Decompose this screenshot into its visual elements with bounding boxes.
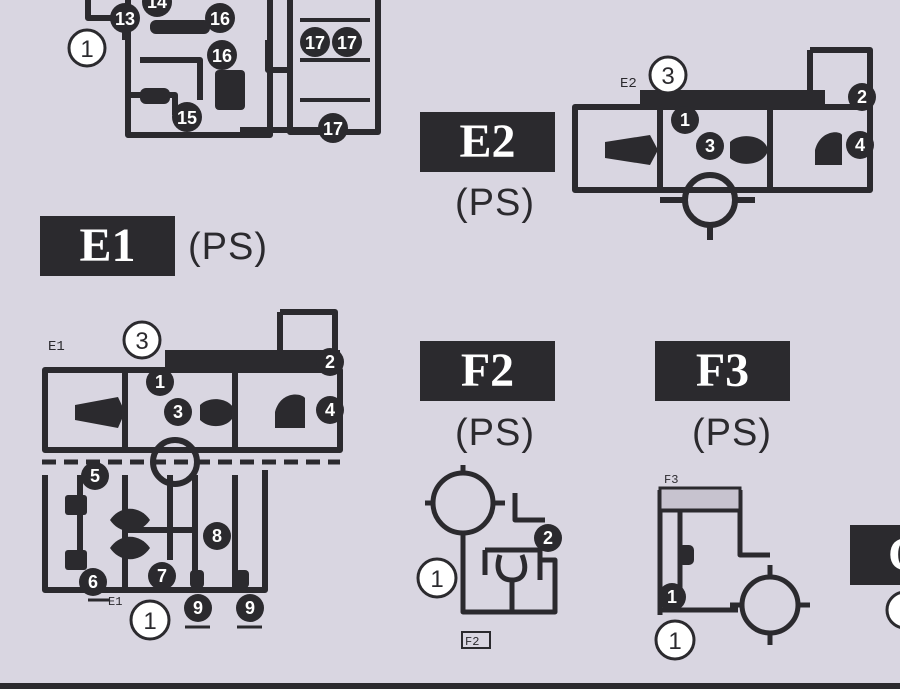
svg-text:7: 7	[157, 566, 167, 586]
svg-text:3: 3	[135, 328, 148, 355]
svg-text:15: 15	[177, 108, 197, 128]
label-f3: F3	[655, 341, 790, 401]
part-number-14: 14	[142, 0, 172, 17]
sprue-tag-f3: F3	[664, 473, 678, 487]
e2-part-number-3: 3	[696, 132, 724, 160]
material-e1: (PS)	[188, 226, 268, 268]
sprue-tag-e1-bottom: E1	[108, 595, 122, 609]
svg-text:4: 4	[325, 400, 335, 420]
svg-text:1: 1	[668, 628, 681, 655]
sprue-tag-e1-top: E1	[48, 339, 65, 355]
svg-text:1: 1	[667, 587, 677, 607]
label-edge-fragment: C	[850, 525, 900, 585]
part-number-17b: 17	[332, 27, 362, 57]
svg-text:17: 17	[323, 119, 343, 139]
e1-part-number-3: 3	[164, 398, 192, 426]
svg-text:2: 2	[325, 352, 335, 372]
part-number-17a: 17	[300, 27, 330, 57]
material-f2: (PS)	[455, 412, 535, 454]
svg-text:4: 4	[855, 135, 865, 155]
svg-text:3: 3	[661, 63, 674, 90]
e1-part-number-5: 5	[81, 462, 109, 490]
e1-part-number-6: 6	[79, 568, 107, 596]
svg-text:1: 1	[155, 372, 165, 392]
svg-text:1: 1	[430, 566, 443, 593]
material-e2: (PS)	[455, 182, 535, 224]
e1-part-number-9b: 9	[236, 594, 264, 622]
part-number-17c: 17	[318, 113, 348, 143]
e1-part-number-2: 2	[316, 348, 344, 376]
f3-part-number-1: 1	[658, 583, 686, 611]
e2-part-number-2: 2	[848, 83, 876, 111]
svg-text:9: 9	[245, 598, 255, 618]
e1-part-number-8: 8	[203, 522, 231, 550]
sprue-tag-f2: F2	[465, 635, 479, 649]
svg-text:1: 1	[143, 608, 156, 635]
e2-part-number-3-outline: 3	[648, 55, 688, 95]
svg-text:1: 1	[80, 36, 93, 63]
part-number-13: 13	[110, 3, 140, 33]
e2-part-number-4: 4	[846, 131, 874, 159]
svg-text:3: 3	[173, 402, 183, 422]
f3-part-number-1-outline: 1	[654, 619, 696, 661]
svg-text:9: 9	[193, 598, 203, 618]
svg-text:13: 13	[115, 9, 135, 29]
e2-part-number-1: 1	[671, 106, 699, 134]
svg-text:5: 5	[90, 466, 100, 486]
material-f3: (PS)	[692, 412, 772, 454]
svg-text:2: 2	[857, 87, 867, 107]
svg-text:6: 6	[88, 572, 98, 592]
part-number-16b: 16	[207, 40, 237, 70]
svg-text:2: 2	[543, 528, 553, 548]
f2-part-number-2: 2	[534, 524, 562, 552]
e1-part-number-4: 4	[316, 396, 344, 424]
label-f2: F2	[420, 341, 555, 401]
e1-part-number-3-outline: 3	[122, 320, 162, 360]
svg-text:16: 16	[210, 9, 230, 29]
e1-part-number-1-outline: 1	[129, 599, 171, 641]
sprue-tag-e2: E2	[620, 76, 637, 92]
svg-text:1: 1	[680, 110, 690, 130]
svg-text:8: 8	[212, 526, 222, 546]
label-e2: E2	[420, 112, 555, 172]
label-e1: E1	[40, 216, 175, 276]
part-number-1-outline: 1	[67, 28, 107, 68]
part-number-16a: 16	[205, 3, 235, 33]
svg-text:17: 17	[305, 33, 325, 53]
svg-text:14: 14	[147, 0, 167, 12]
f2-part-number-1-outline: 1	[416, 557, 458, 599]
svg-text:16: 16	[212, 46, 232, 66]
e1-part-number-9a: 9	[184, 594, 212, 622]
svg-text:3: 3	[705, 136, 715, 156]
e1-part-number-7: 7	[148, 562, 176, 590]
svg-text:17: 17	[337, 33, 357, 53]
e1-part-number-1: 1	[146, 368, 174, 396]
part-number-15: 15	[172, 102, 202, 132]
bottom-rule	[0, 683, 900, 689]
